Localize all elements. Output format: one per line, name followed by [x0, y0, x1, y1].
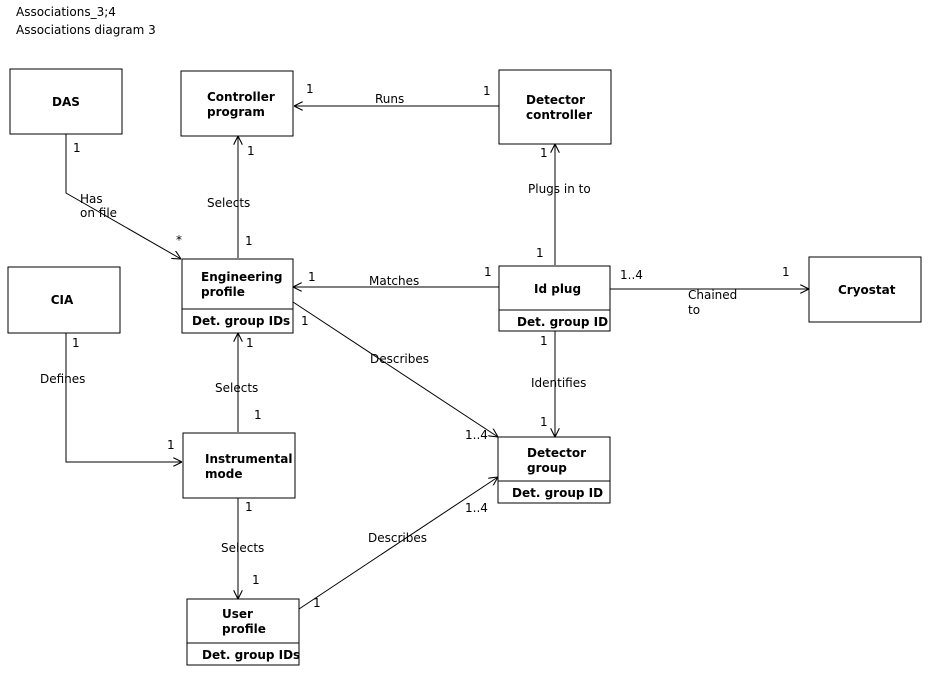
mult-describes-user-from: 1: [313, 596, 321, 610]
class-name-line1: Detector: [527, 446, 586, 460]
class-user-profile[interactable]: User profile Det. group IDs: [186, 598, 300, 666]
label-plugs-in-to: Plugs in to: [528, 182, 591, 196]
diagram-title: Associations diagram 3: [16, 23, 156, 37]
class-name: CIA: [51, 293, 74, 307]
mult-describes-user-to: 1..4: [465, 501, 488, 515]
class-attribute: Det. group IDs: [202, 648, 300, 662]
class-name-line2: profile: [222, 622, 266, 636]
label-runs: Runs: [375, 92, 404, 106]
edge-describes-user: [298, 477, 498, 610]
class-instrumental-mode[interactable]: Instrumental mode: [182, 432, 296, 499]
mult-selects-program-from: 1: [245, 234, 253, 248]
label-matches: Matches: [369, 274, 419, 288]
class-cryostat[interactable]: Cryostat: [808, 256, 922, 323]
mult-plugs-to: 1: [540, 146, 548, 160]
class-name: Id plug: [534, 282, 581, 296]
mult-has-on-file-from: 1: [73, 141, 81, 155]
class-id-plug[interactable]: Id plug Det. group ID: [498, 265, 611, 332]
edge-defines: [65, 333, 182, 462]
label-selects-eng: Selects: [215, 381, 258, 395]
mult-describes-eng-to: 1..4: [465, 428, 488, 442]
class-name-line1: Instrumental: [205, 452, 292, 466]
mult-chained-from: 1..4: [620, 268, 643, 282]
label-identifies: Identifies: [531, 376, 586, 390]
mult-runs-to: 1: [306, 82, 314, 96]
mult-selects-user-from: 1: [245, 500, 253, 514]
class-name-line2: controller: [526, 108, 592, 122]
class-detector-controller[interactable]: Detector controller: [498, 69, 612, 145]
mult-chained-to: 1: [782, 265, 790, 279]
class-name-line1: Controller: [207, 90, 275, 104]
diagram-id: Associations_3;4: [16, 5, 116, 19]
edge-has-on-file: [65, 134, 181, 259]
mult-identifies-to: 1: [540, 415, 548, 429]
edge-describes-eng: [292, 301, 498, 437]
class-controller-program[interactable]: Controller program: [180, 70, 294, 137]
mult-matches-to: 1: [308, 270, 316, 284]
mult-selects-program-to: 1: [247, 144, 255, 158]
label-has-on-file-line1: Has: [80, 192, 103, 206]
mult-describes-eng-from: 1: [301, 314, 309, 328]
class-engineering-profile[interactable]: Engineering profile Det. group IDs: [181, 258, 294, 334]
label-chained-to-line1: Chained: [688, 288, 737, 302]
mult-defines-to: 1: [167, 438, 175, 452]
class-name-line1: User: [222, 607, 253, 621]
class-name-line1: Detector: [526, 93, 585, 107]
mult-plugs-from: 1: [536, 246, 544, 260]
mult-selects-eng-to: 1: [246, 336, 254, 350]
label-describes-user: Describes: [368, 531, 427, 545]
class-name-line1: Engineering: [201, 270, 282, 284]
mult-selects-user-to: 1: [252, 573, 260, 587]
class-attribute: Det. group ID: [512, 486, 603, 500]
class-attribute: Det. group IDs: [192, 314, 290, 328]
class-name-line2: profile: [201, 285, 245, 299]
class-cia[interactable]: CIA: [7, 266, 121, 334]
mult-has-on-file-to: *: [176, 233, 182, 247]
class-detector-group[interactable]: Detector group Det. group ID: [497, 436, 611, 504]
mult-matches-from: 1: [484, 265, 492, 279]
label-chained-to-line2: to: [688, 303, 700, 317]
label-selects-user: Selects: [221, 541, 264, 555]
class-name: Cryostat: [838, 283, 896, 297]
class-name-line2: group: [527, 461, 567, 475]
class-name-line2: program: [207, 105, 265, 119]
class-name: DAS: [52, 95, 80, 109]
mult-identifies-from: 1: [540, 334, 548, 348]
label-selects-program: Selects: [207, 196, 250, 210]
class-das[interactable]: DAS: [9, 68, 123, 135]
mult-defines-from: 1: [72, 336, 80, 350]
label-defines: Defines: [40, 372, 85, 386]
class-name-line2: mode: [205, 467, 242, 481]
label-describes-eng: Describes: [370, 352, 429, 366]
mult-runs-from: 1: [483, 84, 491, 98]
label-has-on-file-line2: on file: [80, 206, 117, 220]
class-attribute: Det. group ID: [517, 315, 608, 329]
mult-selects-eng-from: 1: [254, 408, 262, 422]
